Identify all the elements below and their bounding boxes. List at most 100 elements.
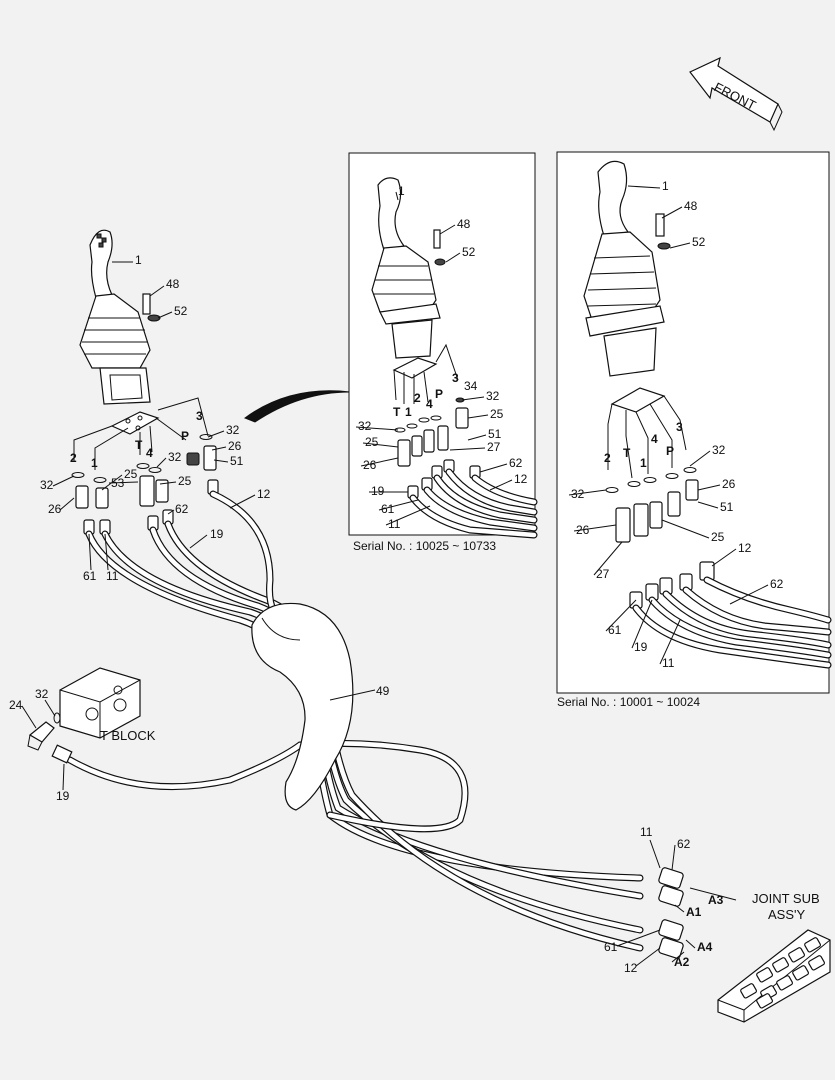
callout-inset-b-p: P (666, 444, 674, 458)
callout-inset-b-32: 32 (712, 443, 726, 457)
joint-fitting-7 (792, 965, 809, 981)
inset-detail-serial-10001 (556, 151, 832, 694)
joint-fitting-1 (756, 967, 773, 983)
callout-inset-b-1: 1 (662, 179, 669, 193)
callout-inset-b-52: 52 (692, 235, 706, 249)
callout-inset-a-11: 11 (388, 517, 401, 531)
callout-inset-a-26: 26 (363, 458, 377, 472)
callout-inset-b-26: 26 (722, 477, 736, 491)
callout-main-p: P (181, 429, 189, 443)
joint-fitting-4 (804, 937, 821, 953)
inset-a-serial-caption: Serial No. : 10025 ~ 10733 (353, 539, 496, 553)
callout-main-19: 19 (56, 789, 70, 803)
callout-inset-b-51: 51 (720, 500, 734, 514)
callout-main-51: 51 (230, 454, 244, 468)
hose-6 (66, 739, 469, 833)
hose-bundle (66, 490, 644, 952)
joint-sub-caption-line1: JOINT SUB (752, 891, 820, 906)
front-direction-arrow: FRONT (689, 56, 783, 132)
callout-main-62: 62 (677, 837, 691, 851)
callout-main-52: 52 (174, 304, 188, 318)
callout-main-48: 48 (166, 277, 180, 291)
joint-sub-caption-line2: ASS'Y (768, 907, 805, 922)
callout-inset-b-12: 12 (738, 541, 752, 555)
callout-inset-b-61: 61 (608, 623, 622, 637)
callout-inset-a-32: 32 (358, 419, 372, 433)
callout-inset-a-12: 12 (514, 472, 528, 486)
callout-main-11: 11 (106, 569, 119, 583)
t-block (27, 667, 141, 764)
main-joystick-assembly (71, 229, 219, 535)
callout-main-12: 12 (257, 487, 271, 501)
callout-main-1: 1 (135, 253, 142, 267)
callout-inset-a-62: 62 (509, 456, 523, 470)
callout-main-32: 32 (226, 423, 240, 437)
callout-inset-b-26: 26 (576, 523, 590, 537)
callout-inset-a-61: 61 (381, 502, 395, 516)
callout-inset-a-52: 52 (462, 245, 476, 259)
callout-main-19: 19 (210, 527, 224, 541)
callout-main-32: 32 (40, 478, 54, 492)
callout-inset-b-19: 19 (634, 640, 648, 654)
callout-inset-b-48: 48 (684, 199, 698, 213)
joint-fitting-8 (808, 955, 825, 971)
callout-main-32: 32 (35, 687, 49, 701)
callout-main-24: 24 (9, 698, 23, 712)
callout-main-26: 26 (48, 502, 62, 516)
callout-main-2: 2 (70, 451, 77, 465)
callout-inset-b-1: 1 (640, 456, 647, 470)
callout-main-11: 11 (640, 825, 653, 839)
callout-inset-a-34: 34 (464, 379, 478, 393)
callout-main-t: T (135, 438, 143, 452)
callout-inset-a-27: 27 (487, 440, 501, 454)
callout-inset-a-25: 25 (365, 435, 379, 449)
callout-inset-b-3: 3 (676, 420, 683, 434)
callout-inset-a-48: 48 (457, 217, 471, 231)
callout-main-4: 4 (146, 446, 153, 460)
callout-inset-a-t: T (393, 405, 401, 419)
callout-main-25: 25 (124, 467, 138, 481)
callout-inset-b-2: 2 (604, 451, 611, 465)
callout-main-62: 62 (175, 502, 189, 516)
callout-main-61: 61 (604, 940, 618, 954)
joint-fitting-10 (756, 993, 773, 1009)
callout-inset-b-t: T (623, 446, 631, 460)
callout-main-53: 53 (111, 476, 125, 490)
callout-inset-a-19: 19 (371, 484, 385, 498)
callout-inset-b-62: 62 (770, 577, 784, 591)
hose-end-fittings (658, 867, 684, 959)
callout-main-32: 32 (168, 450, 182, 464)
joint-fitting-6 (776, 975, 793, 991)
joint-fitting-2 (772, 957, 789, 973)
callout-main-a1: A1 (686, 905, 702, 919)
t-block-caption: T BLOCK (100, 728, 156, 743)
callout-main-49: 49 (376, 684, 390, 698)
callout-inset-b-32: 32 (571, 487, 585, 501)
callout-inset-a-51: 51 (488, 427, 502, 441)
callout-inset-a-1: 1 (398, 184, 405, 198)
callout-inset-a-32: 32 (486, 389, 500, 403)
callout-main-26: 26 (228, 439, 242, 453)
callout-main-61: 61 (83, 569, 97, 583)
callout-inset-a-1: 1 (405, 405, 412, 419)
callout-main-a4: A4 (697, 940, 713, 954)
joint-fitting-3 (788, 947, 805, 963)
callout-main-25: 25 (178, 474, 192, 488)
callout-inset-b-27: 27 (596, 567, 610, 581)
callout-inset-b-11: 11 (662, 656, 675, 670)
callout-inset-b-25: 25 (711, 530, 725, 544)
joint-sub-assembly (717, 929, 831, 1023)
callout-leader-lines (21, 185, 769, 967)
inset-detail-serial-10025 (348, 152, 538, 539)
callout-main-a2: A2 (674, 955, 690, 969)
callout-main-12: 12 (624, 961, 638, 975)
callout-main-1: 1 (91, 456, 98, 470)
callout-inset-a-2: 2 (414, 391, 421, 405)
callout-main-a3: A3 (708, 893, 724, 907)
detail-pointer-arrow (243, 390, 351, 423)
callout-main-3: 3 (196, 409, 203, 423)
callout-inset-b-4: 4 (651, 432, 658, 446)
joint-fitting-9 (740, 983, 757, 999)
